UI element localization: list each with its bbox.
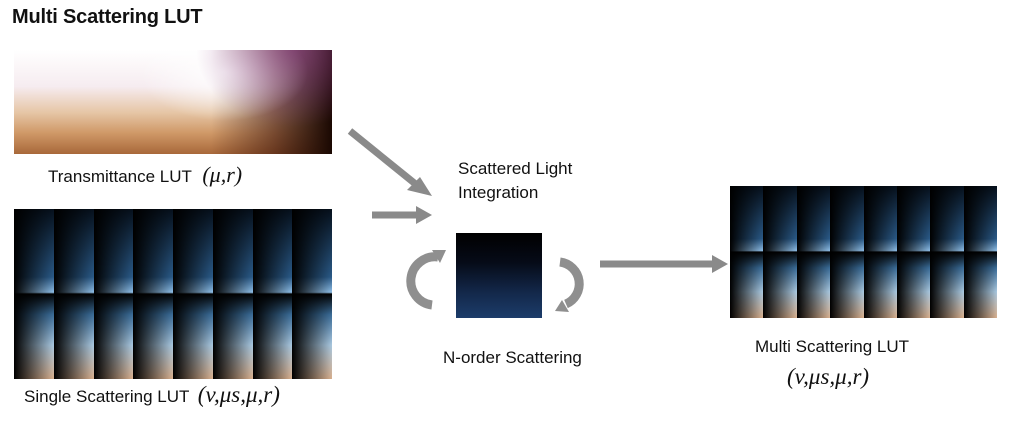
lut-strip [796, 186, 831, 318]
n-order-scattering-image [456, 233, 542, 318]
single-scattering-lut-image [14, 209, 332, 379]
lut-strip [173, 209, 213, 379]
curved-arrow-right [555, 257, 584, 312]
multi-scattering-lut-params: (v,μs,μ,r) [787, 364, 870, 389]
lut-strip [292, 209, 332, 379]
multi-scattering-lut-title: Multi Scattering LUT [755, 337, 909, 356]
page-title: Multi Scattering LUT [12, 6, 203, 28]
integration-line1: Scattered Light [458, 159, 573, 178]
transmittance-lut-params: (μ,r) [202, 162, 243, 187]
lut-strip [730, 186, 764, 318]
curved-arrow-left [406, 250, 446, 310]
lut-strip [14, 209, 54, 379]
lut-strip [252, 209, 293, 379]
lut-strip [863, 186, 897, 318]
n-order-scattering-label: N-order Scattering [443, 348, 582, 367]
single-scattering-lut-title: Single Scattering LUT [24, 387, 190, 406]
multi-scattering-lut-image [730, 186, 997, 318]
arrow-transmittance-to-integration [347, 128, 432, 196]
integration-label: Scattered Light Integration [458, 157, 572, 205]
integration-line2: Integration [458, 183, 539, 202]
transmittance-lut-image [14, 50, 332, 154]
transmittance-lut-label: Transmittance LUT (μ,r) [48, 162, 242, 188]
single-scattering-lut-params: (v,μs,μ,r) [197, 382, 280, 407]
arrow-to-multi-scattering [600, 255, 728, 273]
lut-strip [930, 186, 964, 318]
lut-strip [963, 186, 997, 318]
arrow-single-to-integration [372, 206, 432, 224]
transmittance-lut-title: Transmittance LUT [48, 167, 192, 186]
lut-strip [830, 186, 864, 318]
lut-strip [212, 209, 253, 379]
lut-strip [763, 186, 797, 318]
lut-strip [133, 209, 173, 379]
single-scattering-lut-label: Single Scattering LUT (v,μs,μ,r) [24, 382, 280, 408]
lut-strip [896, 186, 931, 318]
lut-strip [53, 209, 94, 379]
lut-strip [93, 209, 134, 379]
